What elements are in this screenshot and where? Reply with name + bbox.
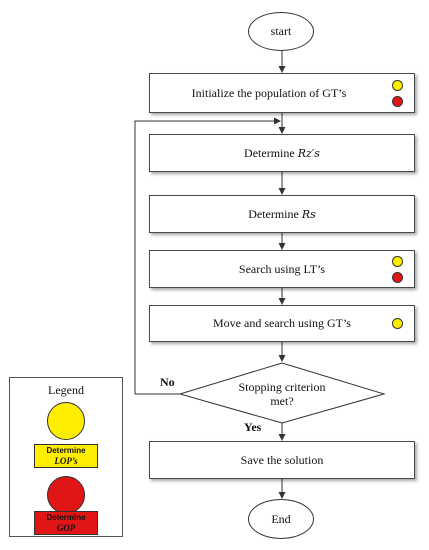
end-terminal: End xyxy=(248,499,314,539)
step-search-lt: Search using LT’s xyxy=(149,250,415,288)
step-rs-math: Rs xyxy=(301,207,316,221)
step-save-solution: Save the solution xyxy=(149,441,415,479)
step-rz-prefix: Determine xyxy=(244,145,298,160)
legend-red-box: Determine GOP xyxy=(34,511,98,535)
legend-yellow-line-1: Determine xyxy=(46,446,86,455)
yellow-dot-icon xyxy=(392,80,403,91)
branch-yes-label: Yes xyxy=(244,420,262,434)
red-dot-icon xyxy=(392,96,403,107)
legend-red-line-1: Determine xyxy=(46,513,86,522)
step-search-lt-label: Search using LT’s xyxy=(238,261,326,276)
end-label: End xyxy=(271,511,291,526)
legend-yellow-box: Determine LOP’s xyxy=(34,444,98,468)
legend-red-circle-icon xyxy=(47,476,85,514)
loop-back-connector xyxy=(134,117,281,395)
start-terminal: start xyxy=(248,12,314,51)
yellow-dot-icon xyxy=(392,256,403,267)
step-determine-rz: Determine Rz′s xyxy=(149,134,415,172)
decision-line-1: Stopping criterion xyxy=(238,380,326,394)
step-rs-prefix: Determine xyxy=(248,206,302,221)
decision-label: Stopping criterion met? xyxy=(210,380,354,408)
legend-red-line-2: GOP xyxy=(56,523,76,533)
red-dot-icon xyxy=(392,272,403,283)
step-determine-rs: Determine Rs xyxy=(149,195,415,233)
step-move-gt-label: Move and search using GT’s xyxy=(213,316,351,330)
legend-yellow-line-2: LOP’s xyxy=(54,456,78,466)
step-move-gt: Move and search using GT’s xyxy=(149,305,415,342)
decision-line-2: met? xyxy=(270,394,294,408)
yellow-dot-icon xyxy=(392,318,403,329)
step-initialize-label: Initialize the population of GT’s xyxy=(191,85,347,100)
legend-yellow-circle-icon xyxy=(47,402,85,440)
legend-title: Legend xyxy=(48,383,84,397)
branch-no-label: No xyxy=(160,375,175,389)
step-save-label: Save the solution xyxy=(240,452,324,467)
step-initialize-population: Initialize the population of GT’s xyxy=(149,73,415,113)
step-rz-math: Rz′s xyxy=(297,146,320,160)
start-label: start xyxy=(270,24,292,38)
legend-box: Legend Determine LOP’s Determine GOP xyxy=(9,377,123,537)
